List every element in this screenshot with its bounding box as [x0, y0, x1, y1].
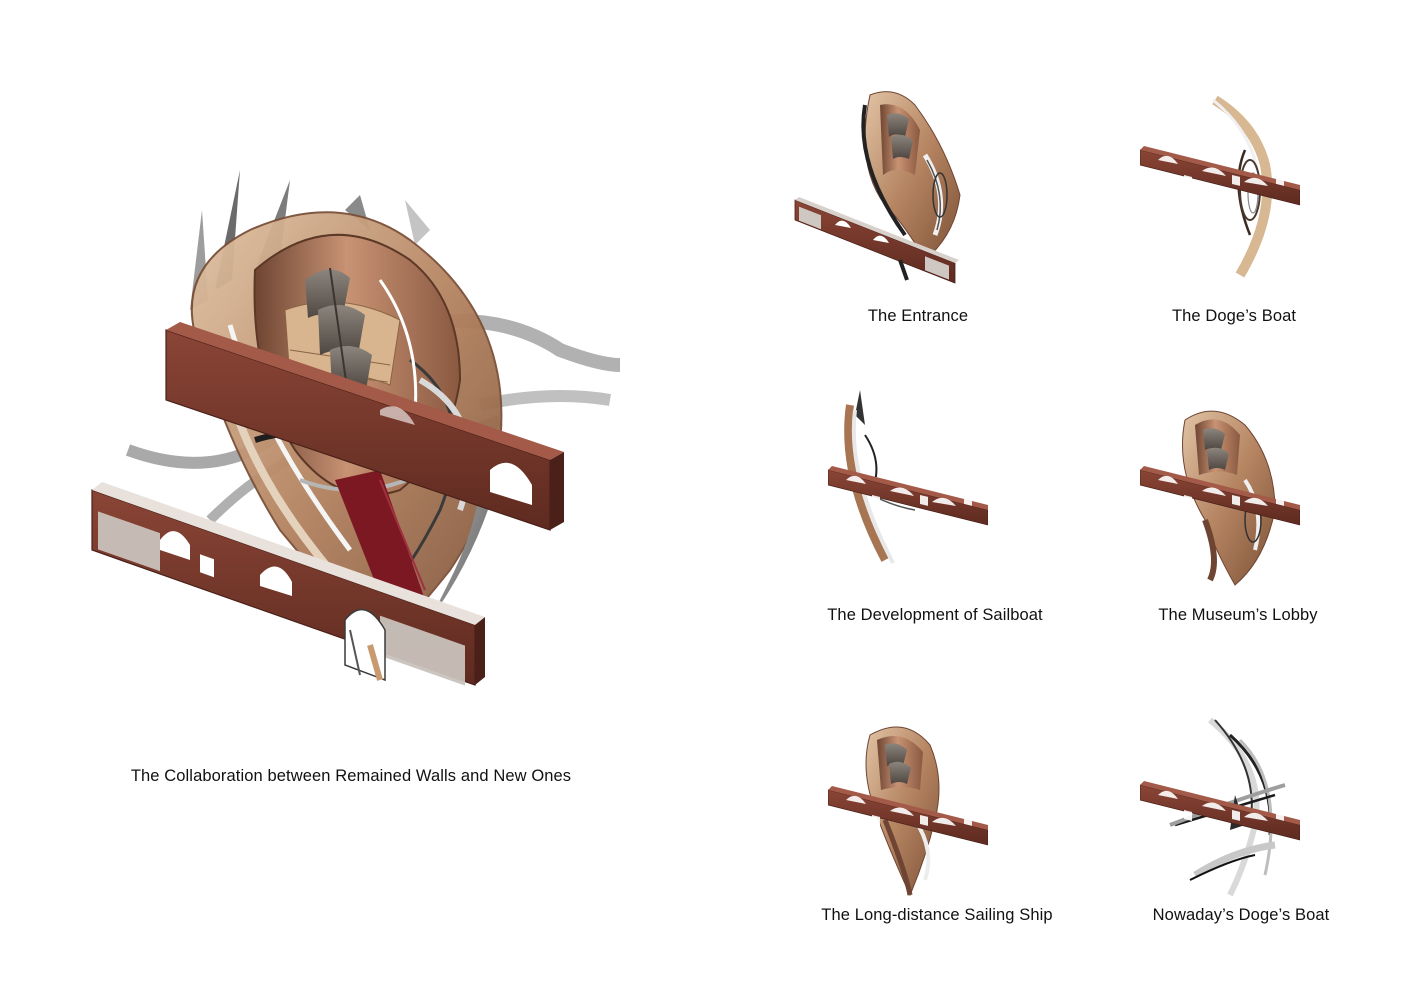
thumbnail-caption: The Entrance — [867, 307, 969, 325]
thumbnail-doges-boat — [1135, 95, 1305, 280]
thumbnail-development-of-sailboat — [825, 385, 995, 575]
main-figure — [80, 150, 640, 710]
main-axonometric-illustration — [91, 170, 621, 686]
thumbnail-entrance — [794, 85, 961, 285]
main-figure-caption: The Collaboration between Remained Walls… — [130, 767, 572, 785]
thumbnail-caption: The Museum’s Lobby — [1158, 606, 1318, 624]
thumbnail-caption: The Long-distance Sailing Ship — [821, 906, 1053, 924]
nowadays-doges-boat-illustration — [1140, 717, 1300, 897]
thumbnail-caption: The Development of Sailboat — [827, 606, 1043, 624]
thumbnail-museums-lobby — [1135, 400, 1305, 590]
long-distance-sailing-ship-illustration — [828, 726, 988, 897]
thumbnail-long-distance-sailing-ship — [825, 720, 995, 900]
development-of-sailboat-illustration — [828, 390, 988, 564]
thumbnail-caption: Nowaday’s Doge’s Boat — [1152, 906, 1330, 924]
thumbnail-nowadays-doges-boat — [1135, 715, 1305, 900]
doges-boat-illustration — [1140, 95, 1300, 278]
entrance-illustration — [794, 91, 961, 284]
thumbnail-caption: The Doge’s Boat — [1171, 307, 1297, 325]
museums-lobby-illustration — [1140, 410, 1300, 586]
